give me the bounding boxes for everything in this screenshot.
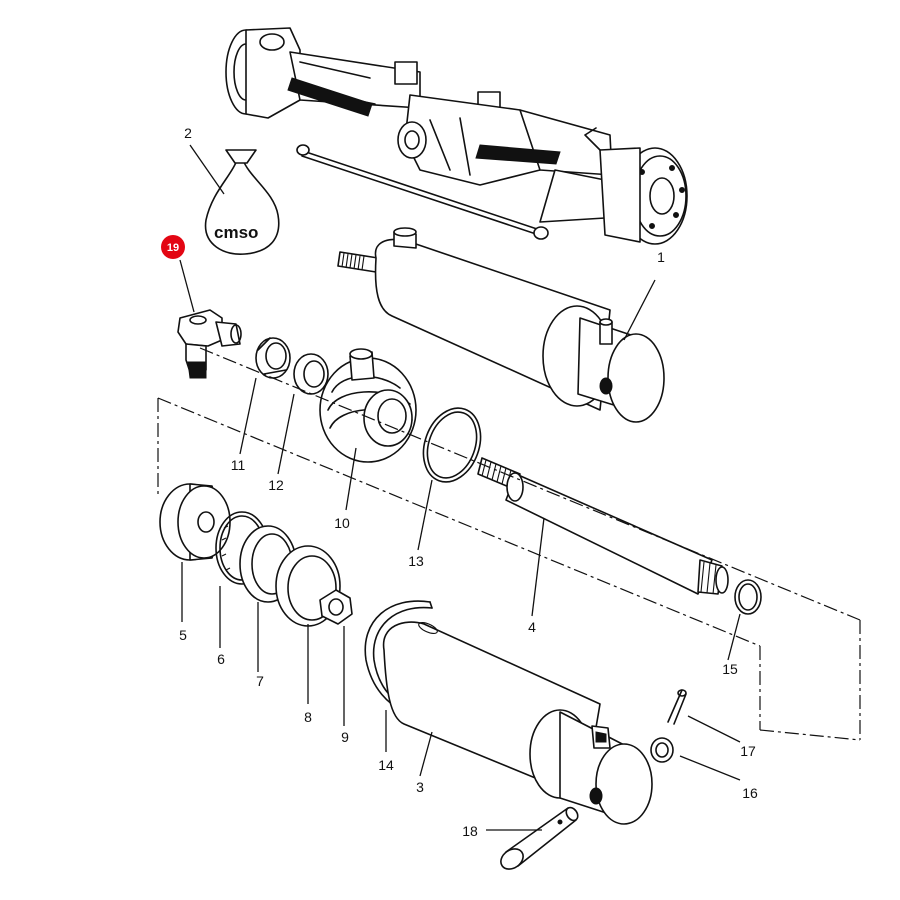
callout-8[interactable]: 8 [304,709,312,725]
grease-bag[interactable]: cmso [204,149,280,255]
callout-labels: 1 2 3 4 5 6 7 8 9 10 11 12 13 14 15 16 1… [179,125,758,839]
bag-label: cmso [214,223,258,242]
piston[interactable] [159,483,231,561]
callout-16[interactable]: 16 [742,785,758,801]
cylinder-barrel[interactable] [337,227,665,423]
axle-assembly[interactable] [225,27,688,245]
highlighted-callout-19[interactable]: 19 [161,235,185,259]
wiper-seal[interactable] [255,337,291,379]
leader-lines [179,144,741,831]
piston-rod[interactable] [477,457,729,595]
clevis-pin[interactable] [497,805,580,873]
piston-nut[interactable] [319,589,353,625]
cylinder-tube[interactable] [382,620,653,825]
cylinder-gland[interactable] [319,348,417,463]
highlight-badge[interactable] [161,235,185,259]
callout-4[interactable]: 4 [528,619,536,635]
callout-5[interactable]: 5 [179,627,187,643]
snap-ring[interactable] [734,579,762,615]
callout-14[interactable]: 14 [378,757,394,773]
callout-17[interactable]: 17 [740,743,756,759]
o-ring[interactable] [414,400,491,490]
highlight-badge-label: 19 [167,242,179,254]
callout-11[interactable]: 11 [231,457,246,473]
centerline [157,347,861,741]
callout-10[interactable]: 10 [334,515,350,531]
callout-9[interactable]: 9 [341,729,349,745]
callout-13[interactable]: 13 [408,553,424,569]
grease-nipple-fitting[interactable] [177,309,242,379]
callout-3[interactable]: 3 [416,779,424,795]
callout-15[interactable]: 15 [722,661,738,677]
callout-2[interactable]: 2 [184,125,192,141]
cotter-pin[interactable] [667,689,687,725]
rod-seal[interactable] [293,353,329,395]
washer[interactable] [650,737,674,763]
callout-6[interactable]: 6 [217,651,225,667]
callout-12[interactable]: 12 [268,477,284,493]
callout-1[interactable]: 1 [657,249,665,265]
callout-18[interactable]: 18 [462,823,478,839]
callout-7[interactable]: 7 [256,673,264,689]
